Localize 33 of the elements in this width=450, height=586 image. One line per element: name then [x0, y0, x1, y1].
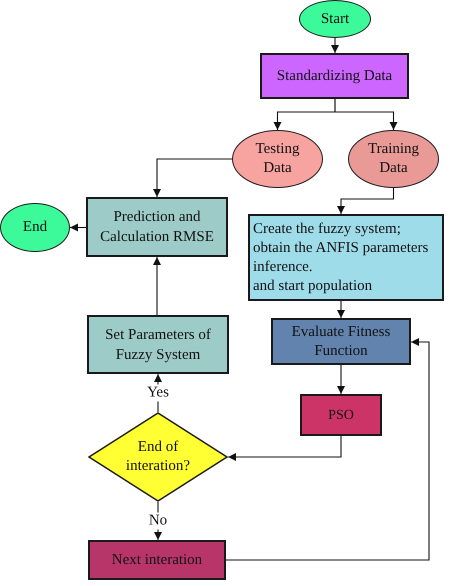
arrow: [337, 365, 345, 394]
end-oval: [0, 203, 70, 252]
process-box: [248, 214, 444, 301]
process-box: [86, 197, 228, 257]
arrow: [334, 99, 398, 130]
process-box: [88, 540, 226, 580]
edge-label: No: [148, 512, 168, 530]
node-text: and start population: [253, 276, 372, 296]
node-text: End: [22, 218, 48, 238]
node-text: Prediction and Calculation RMSE: [99, 208, 215, 247]
arrow: [228, 436, 342, 461]
node-text: Start: [320, 10, 350, 29]
arrow: [153, 158, 232, 197]
process-box: [271, 318, 411, 365]
decision-diamond: [88, 412, 228, 502]
node-text: Testing Data: [254, 140, 300, 178]
arrow: [337, 301, 345, 318]
process-box: [87, 315, 229, 374]
arrow: [337, 188, 394, 214]
node-text: End of interation?: [124, 438, 192, 476]
node-text: Set Parameters of Fuzzy System: [104, 326, 212, 364]
node-text: PSO: [328, 406, 354, 424]
node-text: Create the fuzzy system; obtain the ANFIS parameters inference.: [253, 220, 430, 276]
arrow: [70, 224, 86, 232]
node-text: Standardizing Data: [276, 66, 392, 86]
arrow: [331, 38, 339, 53]
arrow: [153, 257, 161, 315]
edge-label: Yes: [146, 384, 170, 402]
node-text: Evaluate Fitness Function: [290, 322, 392, 360]
process-box: [260, 53, 409, 99]
node-text: Training Data: [366, 140, 420, 178]
process-box: [300, 394, 382, 436]
node-text: Next interation: [112, 550, 202, 570]
